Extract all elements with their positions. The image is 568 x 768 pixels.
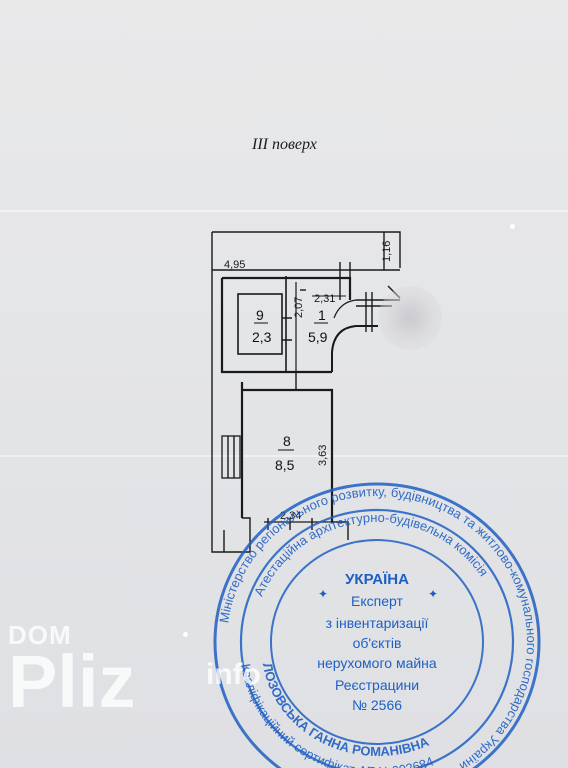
photo-speck — [183, 632, 188, 637]
room-9-area: 2,3 — [252, 329, 272, 345]
watermark-pliz: Pliz — [8, 640, 136, 723]
paper-fold-line — [0, 455, 568, 457]
stamp-center-line-2: Експерт — [351, 593, 403, 609]
photo-speck — [510, 224, 515, 229]
plan-wall-inner — [242, 517, 251, 552]
room-8-outline — [242, 388, 334, 522]
dim-2-07: 2,07 — [293, 297, 305, 318]
room-8-number: 8 — [283, 433, 291, 449]
plan-stair — [339, 262, 351, 300]
watermark: DOM Pliz info — [8, 620, 261, 723]
dim-width-top: 4,95 — [224, 259, 245, 271]
watermark-info: info — [206, 658, 261, 691]
room-8-area: 8,5 — [275, 457, 295, 473]
paper-fold-line — [0, 210, 568, 212]
room-1-number: 1 — [318, 307, 326, 323]
plan-window — [221, 435, 241, 479]
plan-stair — [365, 292, 373, 332]
plan-curved-wall — [333, 299, 357, 319]
stamp-center-line-3: з інвентаризації — [326, 615, 429, 631]
stamp-center-line-5: нерухомого майна — [317, 655, 437, 671]
plan-wall-top — [212, 231, 401, 268]
floor-title: III поверх — [252, 136, 317, 153]
plan-window — [227, 436, 235, 478]
stamp-star-icon: ✦ — [318, 587, 328, 601]
dim-2-31: 2,31 — [314, 293, 335, 305]
room-1-area: 5,9 — [308, 329, 328, 345]
stamp-center-line-6: Реєстрацини — [335, 677, 419, 693]
stamp-center-line-1: УКРАЇНА — [345, 571, 409, 588]
stamp-star-icon: ✦ — [428, 587, 438, 601]
dim-3-63: 3,63 — [317, 445, 329, 466]
stamp-center-line-4: об'єктів — [353, 635, 402, 651]
official-stamp: Міністерство регіонального розвитку, буд… — [213, 482, 541, 768]
plan-curved-wall — [331, 325, 378, 372]
dim-right-small: 1,16 — [381, 241, 393, 262]
plan-wall-left — [211, 232, 250, 553]
plan-door — [282, 317, 292, 341]
stamp-center-line-7: № 2566 — [352, 697, 402, 713]
room-9-outline — [237, 293, 283, 355]
photo-glare — [378, 286, 442, 350]
watermark-dom: DOM — [8, 620, 72, 650]
room-9-number: 9 — [256, 307, 264, 323]
